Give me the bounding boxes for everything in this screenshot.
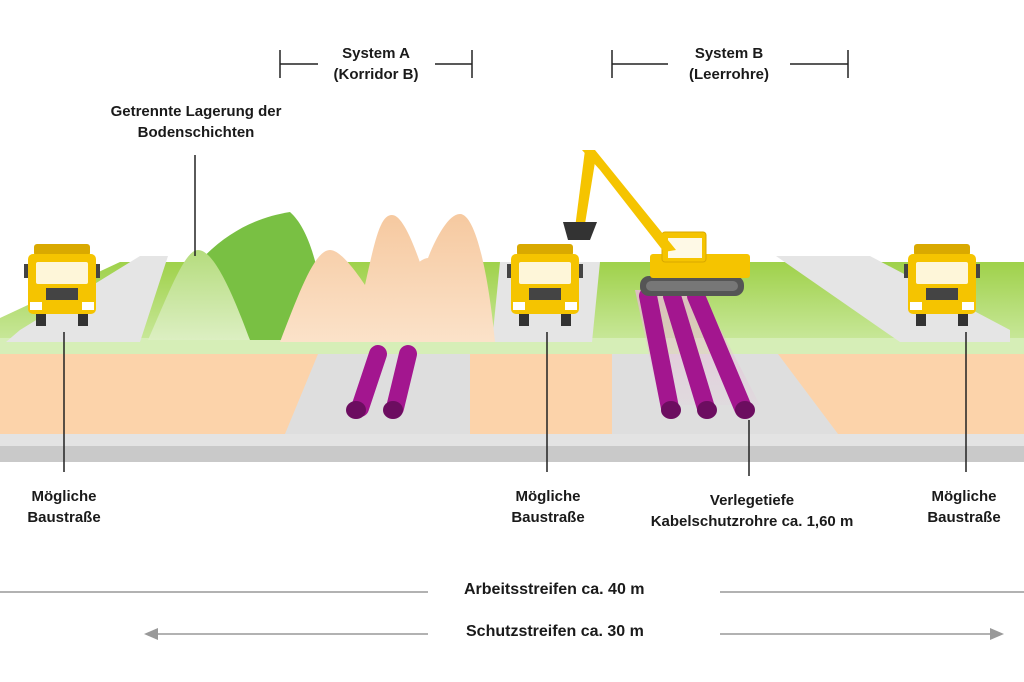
bracket-system-a	[279, 50, 473, 78]
label-system-b: System B (Leerrohre)	[668, 43, 790, 85]
label-system-a: System A (Korridor B)	[318, 43, 434, 85]
working-strip-label: Arbeitsstreifen ca. 40 m	[458, 581, 651, 599]
leader-lines	[63, 155, 967, 476]
truck-left	[24, 244, 100, 326]
pipe-b1	[639, 287, 679, 417]
pipe-b3	[687, 287, 752, 417]
arrow-right	[990, 628, 1004, 640]
excavator-boom	[582, 150, 676, 252]
topsoil-pile	[148, 250, 250, 340]
depth-line2: Kabelschutzrohre ca. 1,60 m	[650, 513, 854, 530]
label-road-right: Mögliche Baustraße	[904, 486, 1024, 528]
grass-edge	[0, 338, 1024, 354]
bracket-system-b	[611, 50, 849, 78]
soil-storage-line2: Bodenschichten	[137, 124, 255, 141]
pipes-system-b	[639, 287, 755, 419]
protection-strip-label: Schutzstreifen ca. 30 m	[460, 623, 650, 641]
road-right-line1: Mögliche	[931, 488, 997, 505]
pipe-a1	[351, 345, 387, 417]
base-layer	[0, 434, 1024, 446]
road-right-surface	[776, 256, 1010, 342]
base-layer-dark	[0, 446, 1024, 462]
pipe-a2-end	[383, 401, 403, 419]
soil-layer	[0, 354, 1024, 434]
system-a-subtitle: (Korridor B)	[333, 66, 419, 83]
truck-right	[904, 244, 980, 326]
label-road-center: Mögliche Baustraße	[488, 486, 608, 528]
system-b-subtitle: (Leerrohre)	[688, 66, 770, 83]
road-left-line1: Mögliche	[31, 488, 97, 505]
road-center-line2: Baustraße	[511, 509, 585, 526]
depth-line1: Verlegetiefe	[709, 492, 795, 509]
excavator-arm	[575, 150, 596, 230]
label-soil-storage: Getrennte Lagerung der Bodenschichten	[80, 101, 312, 143]
dimension-lines	[0, 591, 1024, 635]
subsoil-pile-2	[380, 214, 495, 342]
pipes-system-a	[346, 345, 417, 419]
label-depth: Verlegetiefe Kabelschutzrohre ca. 1,60 m	[616, 490, 888, 532]
label-road-left: Mögliche Baustraße	[4, 486, 124, 528]
arrow-left	[144, 628, 158, 640]
system-a-title: System A	[342, 45, 410, 62]
trench-a	[285, 354, 470, 434]
excavator-bucket	[563, 222, 597, 240]
soil-storage-line1: Getrennte Lagerung der	[110, 103, 282, 120]
road-center-line1: Mögliche	[515, 488, 581, 505]
excavator	[563, 150, 750, 296]
pipe-a2	[386, 345, 417, 417]
truck-center	[507, 244, 583, 326]
pipe-b2-end	[697, 401, 717, 419]
system-b-title: System B	[694, 45, 764, 62]
pipe-b3-end	[735, 401, 755, 419]
pipe-b1-end	[661, 401, 681, 419]
pipe-a1-end	[346, 401, 366, 419]
road-left-line2: Baustraße	[27, 509, 101, 526]
road-right-line2: Baustraße	[927, 509, 1001, 526]
pipe-b2	[663, 287, 715, 417]
